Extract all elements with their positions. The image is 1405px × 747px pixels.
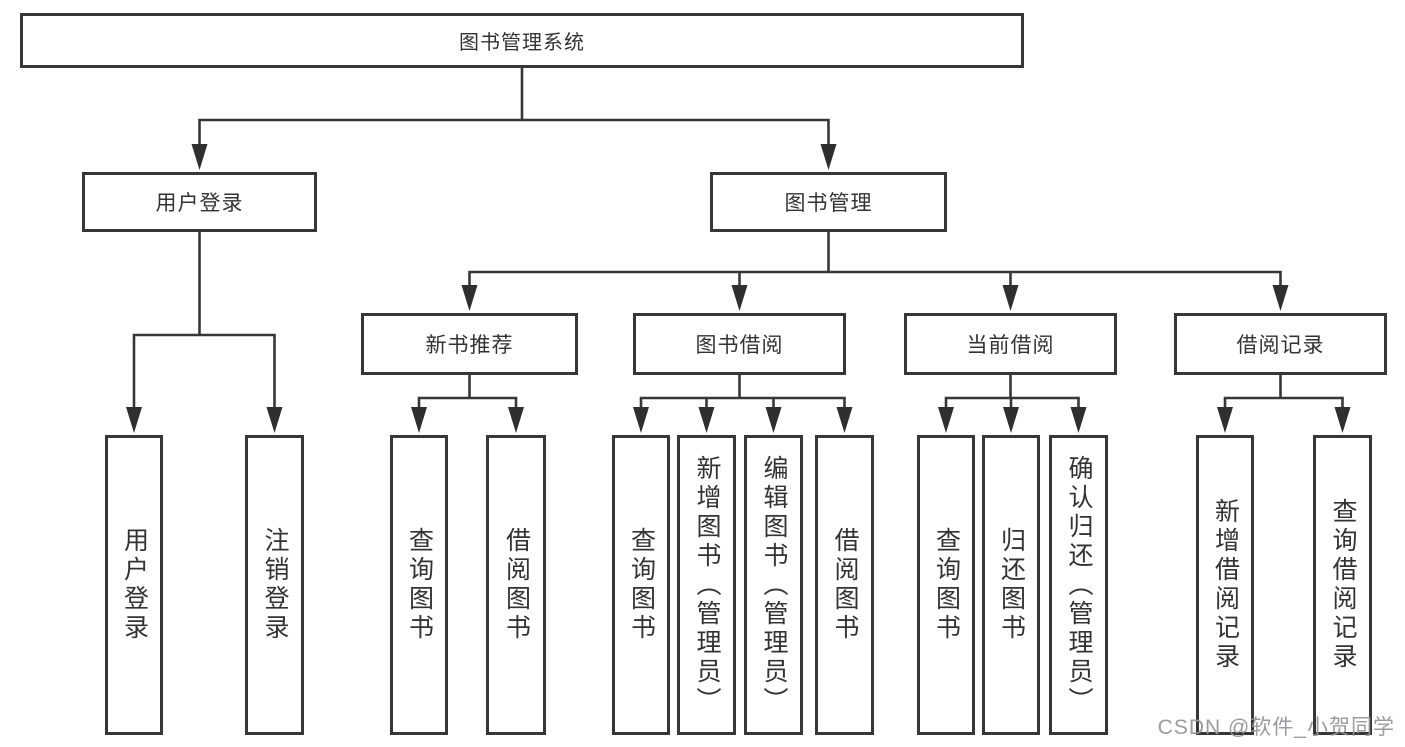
connector-root-to-level2 [198, 68, 830, 150]
csdn-watermark: CSDN @软件_小贺同学 [1157, 716, 1395, 739]
leaf-borrow-add-book-admin: 新增图书（管理员） [677, 435, 736, 735]
leaf-user-login: 用户登录 [105, 435, 163, 735]
leaf-logout: 注销登录 [245, 435, 304, 735]
leaf-current-confirm-return-admin: 确认归还（管理员） [1049, 435, 1108, 735]
node-book-borrow: 图书借阅 [633, 313, 846, 375]
node-new-book-recommend: 新书推荐 [361, 313, 578, 375]
node-borrow-records: 借阅记录 [1174, 313, 1387, 375]
leaf-current-return-books: 归还图书 [982, 435, 1040, 735]
node-root-system: 图书管理系统 [20, 13, 1024, 68]
connector-book-borrow-children [639, 375, 846, 414]
connector-new-book-children [417, 375, 518, 414]
leaf-records-add-record: 新增借阅记录 [1196, 435, 1254, 735]
leaf-borrow-borrow-books: 借阅图书 [815, 435, 874, 735]
connector-borrow-records-children [1223, 375, 1344, 414]
leaf-newbook-query-books: 查询图书 [390, 435, 448, 735]
connector-book-management-children [468, 232, 1282, 292]
leaf-borrow-query-books: 查询图书 [612, 435, 670, 735]
leaf-borrow-edit-book-admin: 编辑图书（管理员） [744, 435, 803, 735]
leaf-newbook-borrow-books: 借阅图书 [486, 435, 546, 735]
node-current-borrow: 当前借阅 [904, 313, 1117, 375]
connector-current-borrow-children [944, 375, 1080, 414]
leaf-records-query-record: 查询借阅记录 [1313, 435, 1372, 735]
connector-user-login-children [132, 232, 276, 414]
node-user-login: 用户登录 [82, 172, 317, 232]
node-book-management: 图书管理 [710, 172, 947, 232]
leaf-current-query-books: 查询图书 [917, 435, 975, 735]
